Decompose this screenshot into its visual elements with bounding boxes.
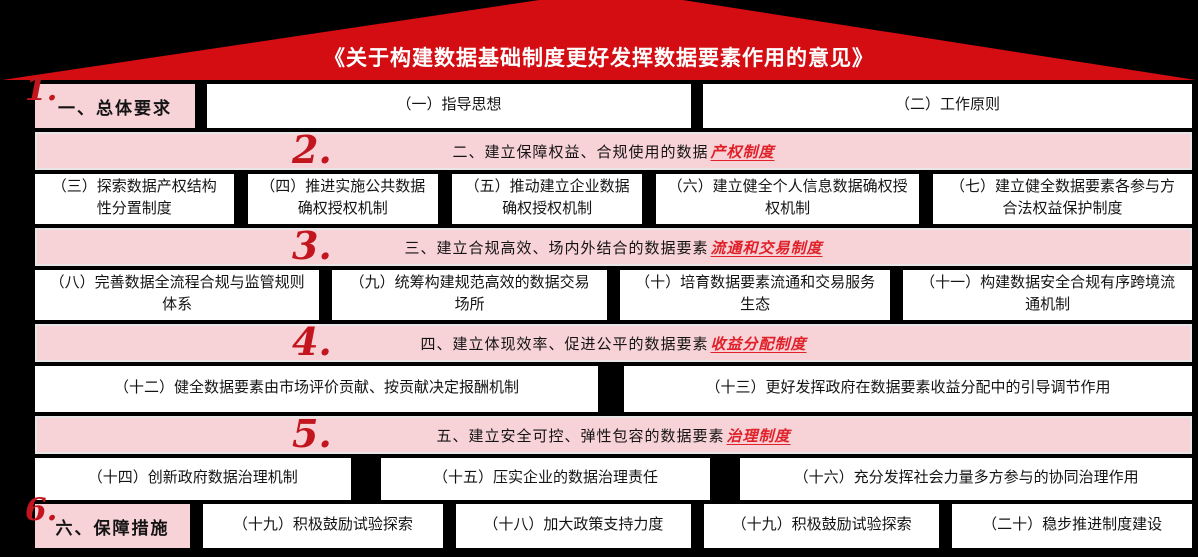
clause-box-4: （四）推进实施公共数据确权授权机制 (247, 174, 438, 224)
clause-box-19a: （十九）积极鼓励试验探索 (203, 504, 443, 548)
clause-box-2: （二）工作原则 (703, 84, 1192, 128)
section-2-banner: 2. 二、建立保障权益、合规使用的数据产权制度 (35, 127, 1192, 173)
clause-box-3: （三）探索数据产权结构性分置制度 (35, 174, 234, 224)
section-2-clauses: （三）探索数据产权结构性分置制度 （四）推进实施公共数据确权授权机制 （五）推动… (35, 174, 1192, 224)
section-4-number: 4. (292, 319, 332, 365)
diagram-body: 1. 一、总体要求 （一）指导思想 （二）工作原则 2. 二、建立保障权益、合规… (25, 75, 1192, 548)
section-3-heading-red: 流通和交易制度 (710, 240, 823, 257)
section-5-number: 5. (292, 411, 332, 457)
clause-box-1: （一）指导思想 (207, 84, 692, 128)
section-1-number: 1. (25, 72, 58, 108)
section-3-clauses: （八）完善数据全流程合规与监管规则体系 （九）统筹构建规范高效的数据交易场所 （… (35, 270, 1192, 320)
clause-box-12: （十二）健全数据要素由市场评价贡献、按贡献决定报酬机制 (35, 366, 599, 412)
section-3-heading: 三、建立合规高效、场内外结合的数据要素流通和交易制度 (404, 237, 822, 258)
clause-box-5: （五）推动建立企业数据确权授权机制 (451, 174, 643, 224)
clause-box-8: （八）完善数据全流程合规与监管规则体系 (35, 270, 320, 320)
section-2-heading-black: 二、建立保障权益、合规使用的数据 (452, 144, 709, 161)
section-4-heading-black: 四、建立体现效率、促进公平的数据要素 (420, 336, 709, 353)
section-4-clauses: （十二）健全数据要素由市场评价贡献、按贡献决定报酬机制 （十三）更好发挥政府在数… (35, 366, 1192, 412)
roof-banner: 《关于构建数据基础制度更好发挥数据要素作用的意见》 (2, 0, 1196, 80)
section-3-banner: 3. 三、建立合规高效、场内外结合的数据要素流通和交易制度 (35, 223, 1192, 269)
section-1-label: 一、总体要求 (35, 84, 195, 128)
clause-box-10: （十）培育数据要素流通和交易服务生态 (620, 270, 891, 320)
clause-box-20: （二十）稳步推进制度建设 (952, 504, 1192, 548)
section-6-number: 6. (25, 492, 58, 528)
section-5-clauses: （十四）创新政府数据治理机制 （十五）压实企业的数据治理责任 （十六）充分发挥社… (35, 458, 1192, 500)
clause-box-6: （六）建立健全个人信息数据确权授权机制 (656, 174, 919, 224)
section-5-heading-red: 治理制度 (726, 428, 791, 445)
page-title: 《关于构建数据基础制度更好发挥数据要素作用的意见》 (324, 46, 874, 70)
section-4-heading: 四、建立体现效率、促进公平的数据要素收益分配制度 (420, 333, 806, 354)
clause-box-19b: （十九）积极鼓励试验探索 (704, 504, 940, 548)
clause-box-15: （十五）压实企业的数据治理责任 (380, 458, 711, 500)
clause-box-9: （九）统筹构建规范高效的数据交易场所 (332, 270, 607, 320)
clause-box-7: （七）建立健全数据要素各参与方合法权益保护制度 (932, 174, 1192, 224)
section-6-row: 6. 六、保障措施 （十九）积极鼓励试验探索 （十八）加大政策支持力度 （十九）… (25, 495, 1192, 548)
clause-box-14: （十四）创新政府数据治理机制 (35, 458, 351, 500)
section-1-row: 1. 一、总体要求 （一）指导思想 （二）工作原则 (25, 75, 1192, 128)
section-4-banner: 4. 四、建立体现效率、促进公平的数据要素收益分配制度 (35, 319, 1192, 365)
section-5-heading: 五、建立安全可控、弹性包容的数据要素治理制度 (436, 425, 790, 446)
section-4-heading-red: 收益分配制度 (710, 336, 807, 353)
section-2-heading: 二、建立保障权益、合规使用的数据产权制度 (452, 141, 774, 162)
clause-box-16: （十六）充分发挥社会力量多方参与的协同治理作用 (740, 458, 1192, 500)
clause-box-11: （十一）构建数据安全合规有序跨境流通机制 (903, 270, 1192, 320)
clause-box-18: （十八）加大政策支持力度 (455, 504, 691, 548)
section-6-label: 六、保障措施 (35, 504, 190, 548)
section-3-number: 3. (292, 223, 332, 269)
section-2-number: 2. (292, 127, 332, 173)
clause-box-13: （十三）更好发挥政府在数据要素收益分配中的引导调节作用 (624, 366, 1192, 412)
section-3-heading-black: 三、建立合规高效、场内外结合的数据要素 (404, 240, 709, 257)
section-5-heading-black: 五、建立安全可控、弹性包容的数据要素 (436, 428, 725, 445)
section-5-banner: 5. 五、建立安全可控、弹性包容的数据要素治理制度 (35, 411, 1192, 457)
section-2-heading-red: 产权制度 (710, 144, 775, 161)
